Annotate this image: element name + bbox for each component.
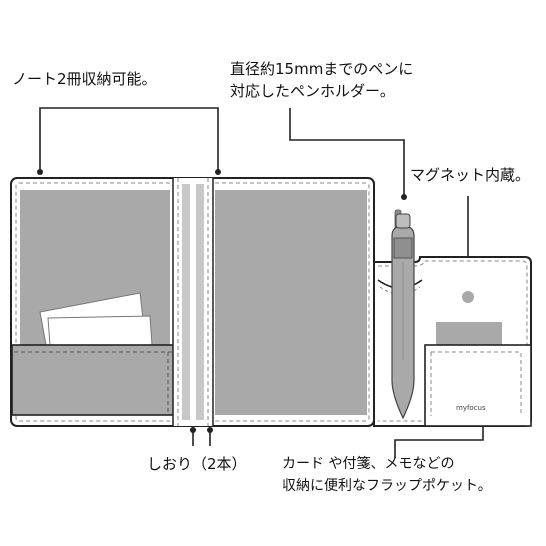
notebook-bracket	[39, 107, 219, 174]
bookmarks-label: しおり（2本）	[147, 455, 247, 473]
pen-leader	[289, 108, 405, 196]
pocket-label: カード や付箋、メモなどの 収納に便利なフラップポケット。	[282, 453, 492, 497]
pocket-label-line2: 収納に便利なフラップポケット。	[282, 478, 492, 494]
spine	[173, 178, 213, 426]
notebook-dot-right	[215, 169, 221, 175]
pen-icon	[391, 209, 415, 420]
cover-left-section	[10, 177, 375, 427]
left-pocket	[11, 344, 176, 416]
bookmark-dot-right	[207, 427, 213, 433]
pen-holder-label: 直径約15mmまでのペンに 対応したペンホルダー。	[230, 58, 413, 102]
card	[39, 292, 153, 346]
notebooks-label: ノート2冊収納可能。	[12, 70, 157, 88]
pen-holder-label-line2: 対応したペンホルダー。	[230, 82, 395, 100]
bookmark-ribbon-2	[196, 184, 204, 420]
magnet-label: マグネット内蔵。	[410, 166, 531, 184]
pen-holder-label-line1: 直径約15mmまでのペンに	[230, 60, 414, 78]
pen-dot	[401, 194, 407, 200]
myfocus-logo: myfocus	[456, 404, 486, 412]
bookmark-ribbon-1	[182, 184, 190, 420]
right-card	[436, 322, 502, 346]
notebook-dot-left	[37, 169, 43, 175]
pocket-label-line1: カード や付箋、メモなどの	[282, 456, 455, 472]
leader-lines	[39, 107, 484, 458]
magnet-icon	[462, 291, 474, 303]
right-flap-pocket	[424, 344, 532, 427]
bookmark-dot-left	[190, 427, 196, 433]
center-notebook	[215, 190, 367, 415]
